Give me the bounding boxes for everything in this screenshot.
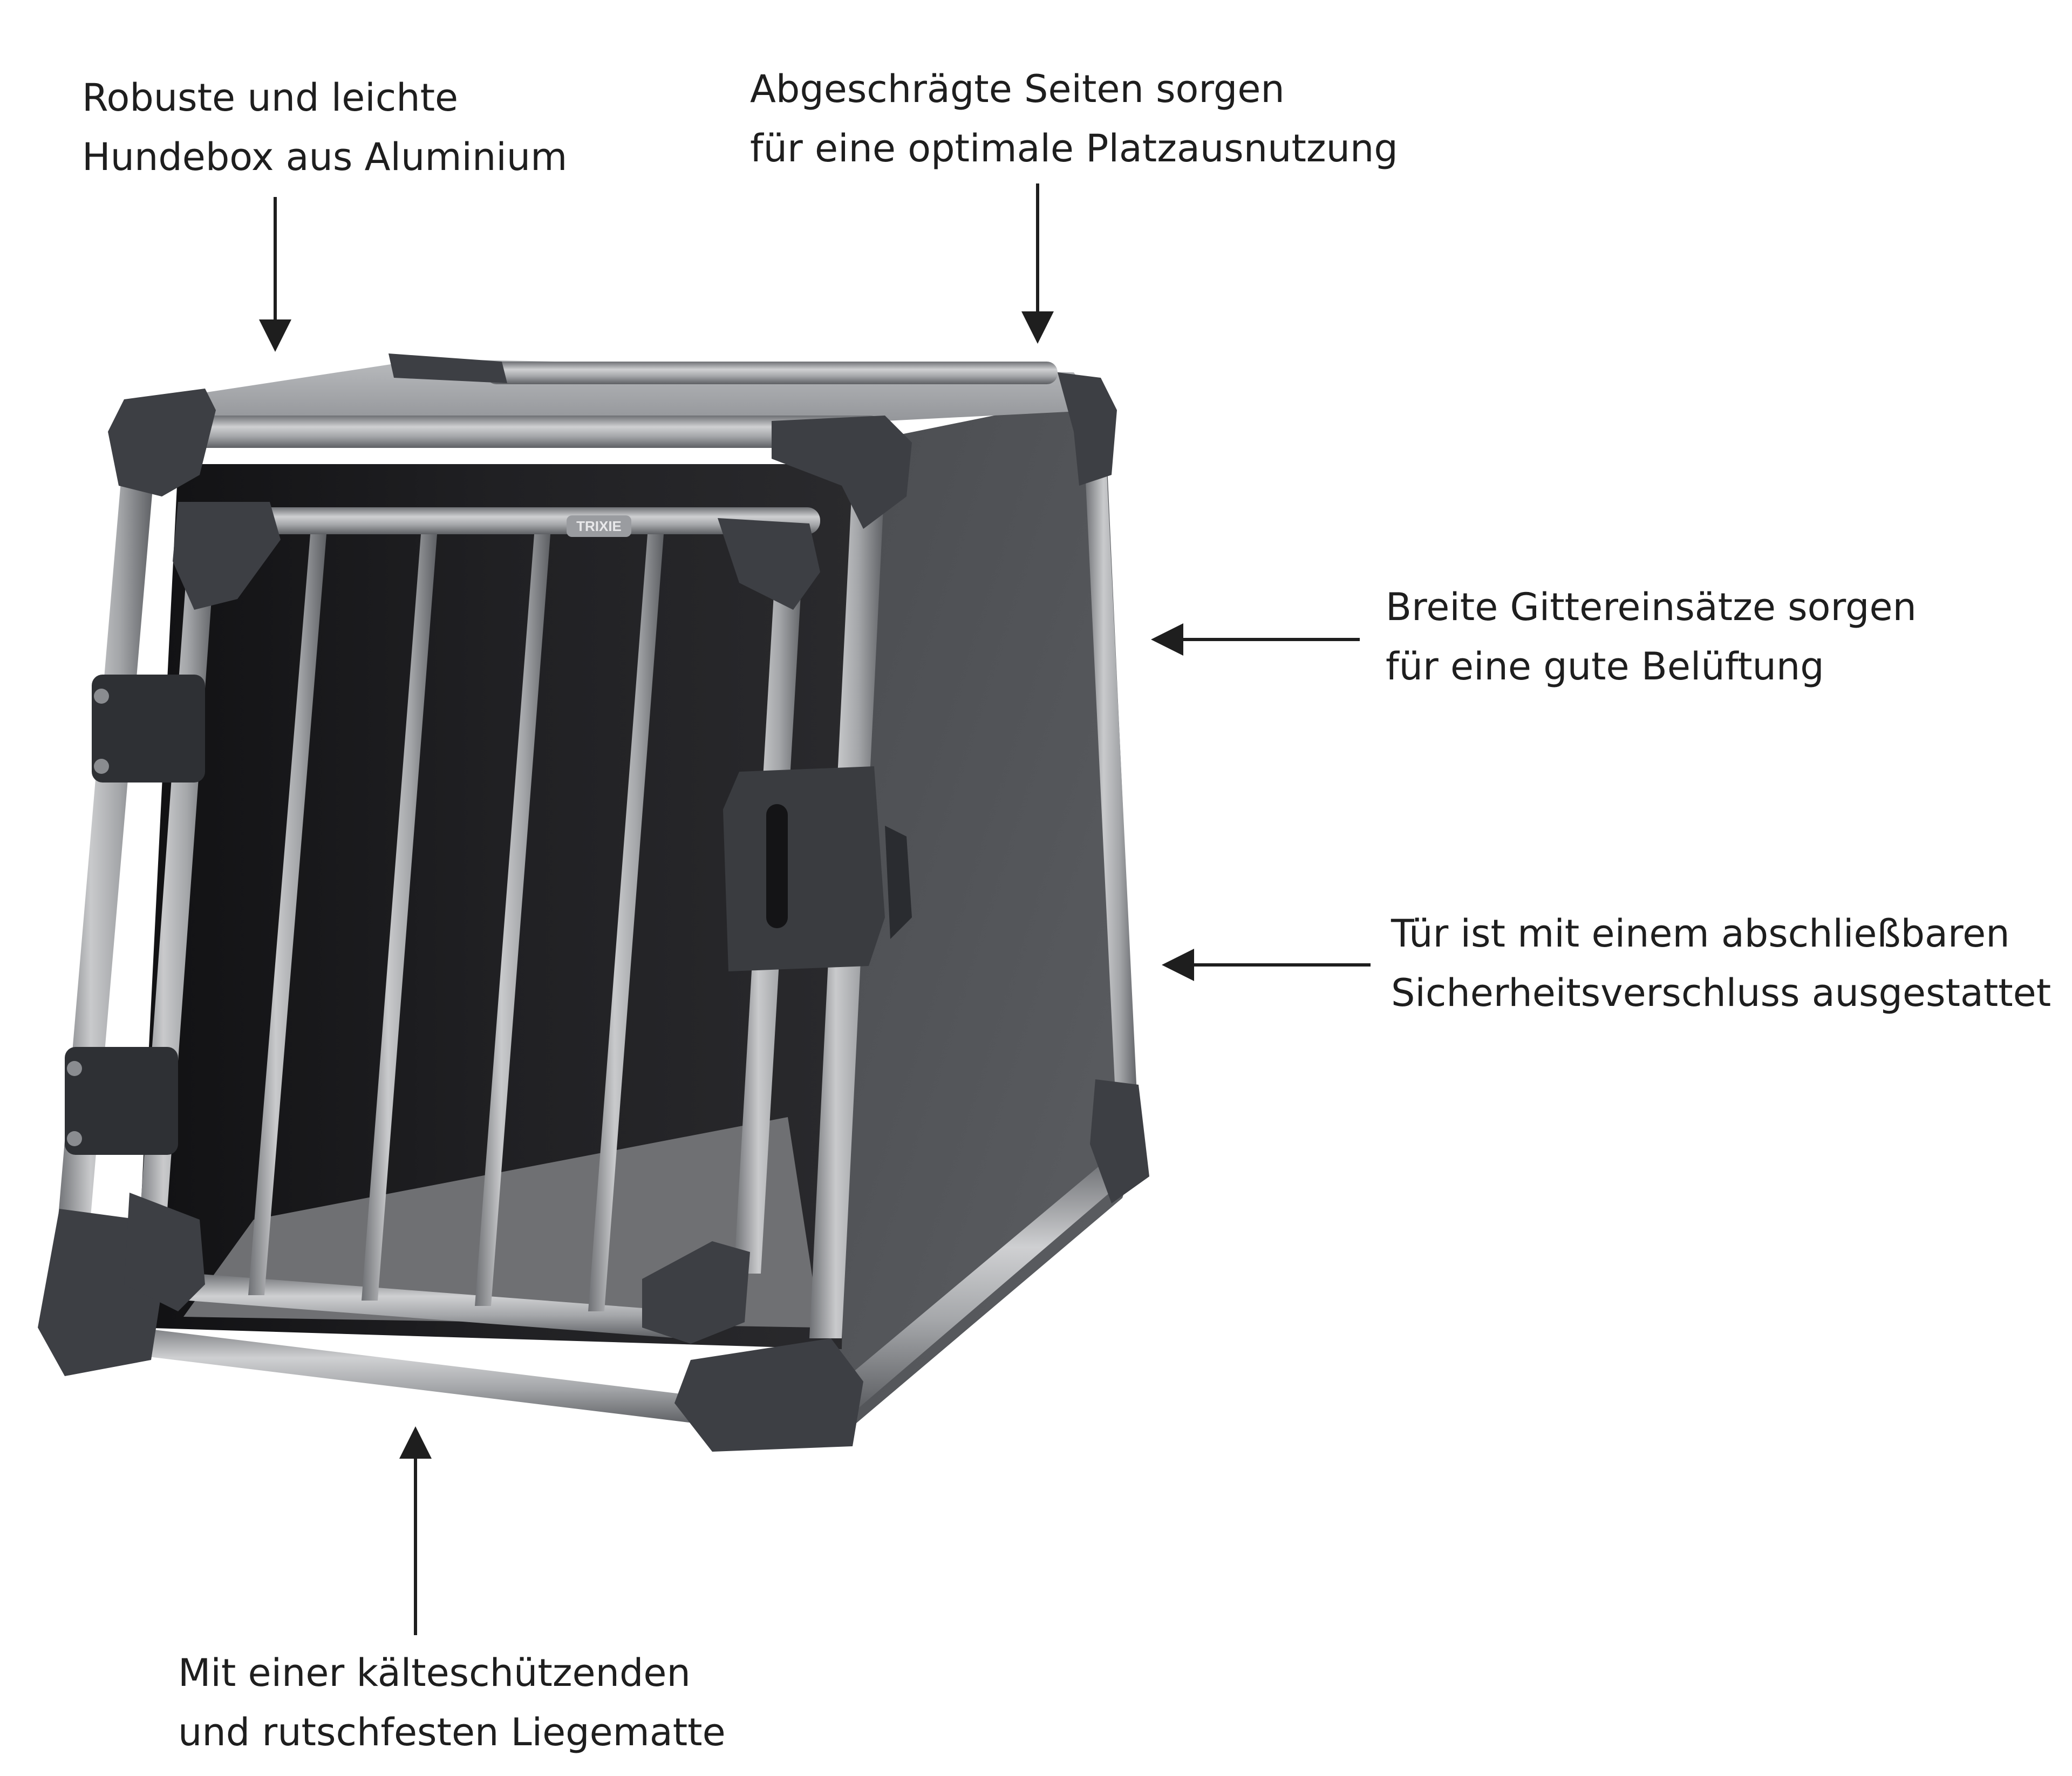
lock-icon[interactable]	[723, 766, 912, 971]
bottom-front-tube	[86, 1322, 712, 1425]
door-grid-bar	[588, 534, 664, 1311]
front-left-tube	[57, 475, 154, 1236]
annotation-material-line1: Robuste und leichte	[82, 76, 459, 120]
front-top-tube	[189, 416, 885, 448]
annotation-lock-line1: Tür ist mit einem abschließbaren	[1391, 911, 2010, 956]
back-right-tube	[1085, 459, 1139, 1128]
crate-door[interactable]: TRIXIE	[65, 502, 912, 1344]
annotation-sides-line1: Abgeschrägte Seiten sorgen	[750, 67, 1285, 111]
annotation-material: Robuste und leichte Hundebox aus Alumini…	[82, 68, 567, 187]
annotation-sides: Abgeschrägte Seiten sorgen für eine opti…	[750, 59, 1398, 178]
bottom-side-tube	[842, 1160, 1122, 1408]
annotation-sides-line2: für eine optimale Platzausnutzung	[750, 126, 1398, 171]
crate-side-panel	[809, 399, 1139, 1435]
annotation-mat-line1: Mit einer kälteschützenden	[178, 1651, 691, 1695]
annotation-ventilation-line1: Breite Gittereinsätze sorgen	[1386, 585, 1917, 629]
annotation-ventilation-line2: für eine gute Belüftung	[1386, 644, 1824, 689]
back-top-tube	[486, 362, 1058, 384]
door-grid-bar	[362, 534, 437, 1301]
door-grid-bar	[248, 534, 326, 1295]
hinge-icon	[65, 675, 205, 1155]
annotation-ventilation: Breite Gittereinsätze sorgen für eine gu…	[1386, 577, 1917, 696]
annotation-lock: Tür ist mit einem abschließbaren Sicherh…	[1391, 904, 2051, 1023]
door-bottom-bar	[189, 1274, 685, 1338]
brand-logo: TRIXIE	[576, 518, 622, 534]
annotation-mat: Mit einer kälteschützenden und rutschfes…	[178, 1643, 726, 1762]
door-top-bar	[259, 507, 820, 534]
annotation-material-line2: Hundebox aus Aluminium	[82, 135, 568, 179]
brand-logo-plate	[567, 515, 631, 537]
annotation-mat-line2: und rutschfesten Liegematte	[178, 1710, 726, 1754]
crate-interior	[135, 464, 863, 1349]
annotation-lock-line2: Sicherheitsverschluss ausgestattet	[1391, 971, 2051, 1015]
door-grid-bar	[475, 534, 550, 1306]
